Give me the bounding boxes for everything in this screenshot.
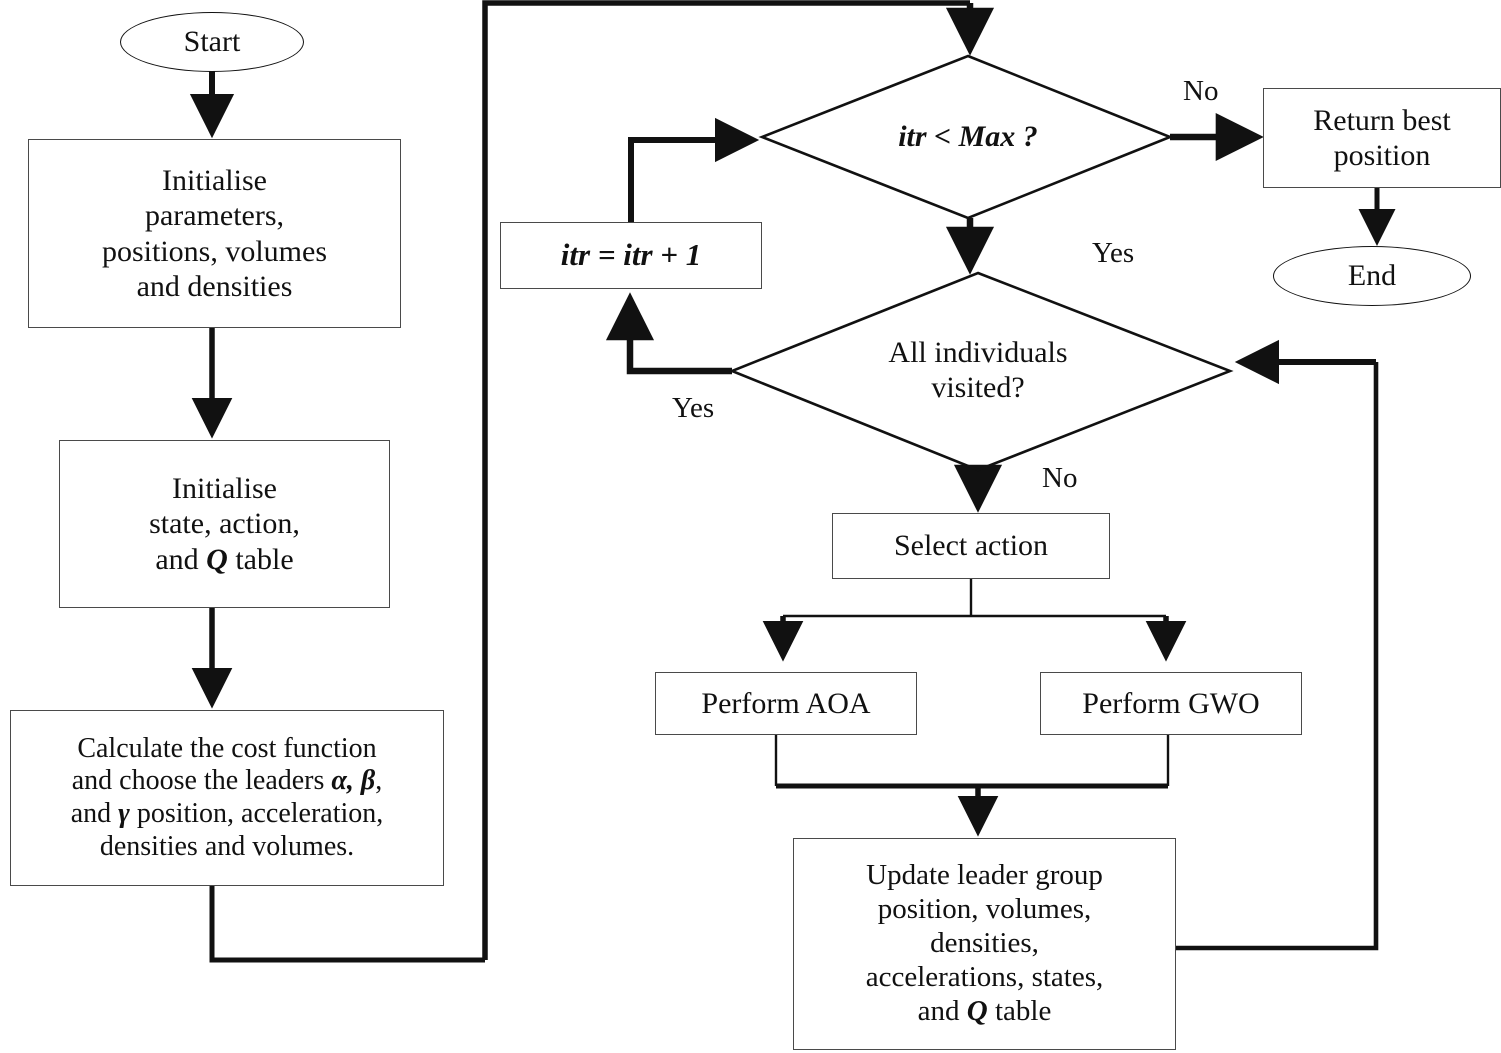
q-symbol: Q xyxy=(966,994,988,1027)
node-all-individuals-visited[interactable]: All individuals visited? xyxy=(838,330,1118,410)
node-update-leader-group[interactable]: Update leader group position, volumes, d… xyxy=(793,838,1176,1050)
edge-label-itr-yes: Yes xyxy=(1092,237,1135,269)
node-perform-gwo-label: Perform GWO xyxy=(1082,686,1260,720)
node-start-label: Start xyxy=(183,25,241,59)
node-select-action[interactable]: Select action xyxy=(832,513,1110,579)
node-calculate-cost-label: Calculate the cost function and choose t… xyxy=(70,732,384,862)
node-iteration-increment[interactable]: itr = itr + 1 xyxy=(500,222,762,289)
node-start[interactable]: Start xyxy=(120,12,304,72)
greek-alpha-beta: α, β xyxy=(331,765,376,797)
node-perform-gwo[interactable]: Perform GWO xyxy=(1040,672,1302,735)
node-initialise-parameters-label: Initialise parameters, positions, volume… xyxy=(101,164,327,303)
node-update-leader-group-label: Update leader group position, volumes, d… xyxy=(865,859,1104,1027)
node-return-best-position[interactable]: Return best position xyxy=(1263,88,1501,188)
node-initialise-state[interactable]: Initialise state, action, and Q table xyxy=(59,440,390,608)
node-perform-aoa[interactable]: Perform AOA xyxy=(655,672,917,735)
node-end-label: End xyxy=(1347,259,1397,293)
node-all-individuals-visited-label: All individuals visited? xyxy=(888,335,1068,404)
node-iteration-check-label: itr < Max ? xyxy=(898,120,1038,154)
node-iteration-increment-label: itr = itr + 1 xyxy=(560,237,702,273)
node-select-action-label: Select action xyxy=(893,529,1049,563)
node-return-best-position-label: Return best position xyxy=(1313,103,1451,172)
edge-label-visited-no: No xyxy=(1042,462,1078,494)
node-initialise-parameters[interactable]: Initialise parameters, positions, volume… xyxy=(28,139,401,328)
node-iteration-check[interactable]: itr < Max ? xyxy=(838,112,1098,162)
edge-label-itr-no: No xyxy=(1183,75,1219,107)
edge-label-visited-yes: Yes xyxy=(672,392,715,424)
greek-gamma: γ xyxy=(118,798,130,829)
node-calculate-cost[interactable]: Calculate the cost function and choose t… xyxy=(10,710,444,886)
node-initialise-state-label: Initialise state, action, and Q table xyxy=(149,472,300,576)
q-symbol: Q xyxy=(206,542,228,576)
node-end[interactable]: End xyxy=(1273,246,1471,306)
node-perform-aoa-label: Perform AOA xyxy=(701,686,871,720)
